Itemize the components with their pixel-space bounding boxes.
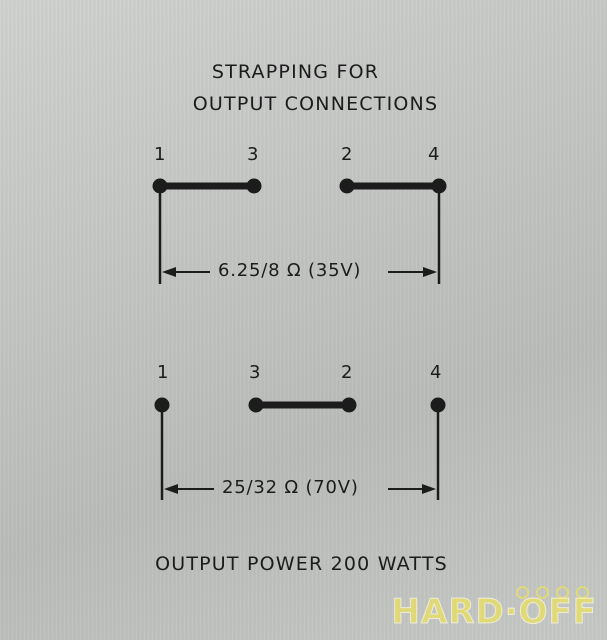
config1-terminal-1-label: 1 [154,144,166,165]
config1-impedance-label: 6.25/8 Ω (35V) [218,260,362,281]
config2-terminal-1-label: 1 [157,362,169,383]
config1-diagram [152,178,447,284]
config1-terminal-4-label: 4 [428,144,440,165]
config1-terminal-3-label: 3 [247,144,259,165]
config1-terminal-2-label: 2 [341,144,353,165]
watermark-dots [509,584,589,603]
config2-terminal-4-label: 4 [430,362,442,383]
config2-terminal-2-label: 2 [341,362,353,383]
config2-terminal-3-label: 3 [249,362,261,383]
panel-title-line-1: STRAPPING FOR [211,61,380,83]
config2-impedance-label: 25/32 Ω (70V) [222,477,359,498]
hard-off-watermark-logo: HARD·OFF [391,592,597,633]
config2-arrow-right [422,484,436,494]
config2-diagram [154,397,446,500]
output-power-label: OUTPUT POWER 200 WATTS [155,553,448,575]
config1-arrow-left [162,267,176,277]
config1-arrow-right [423,267,437,277]
panel-title-line-2: OUTPUT CONNECTIONS [192,93,439,115]
config2-arrow-left [164,484,178,494]
